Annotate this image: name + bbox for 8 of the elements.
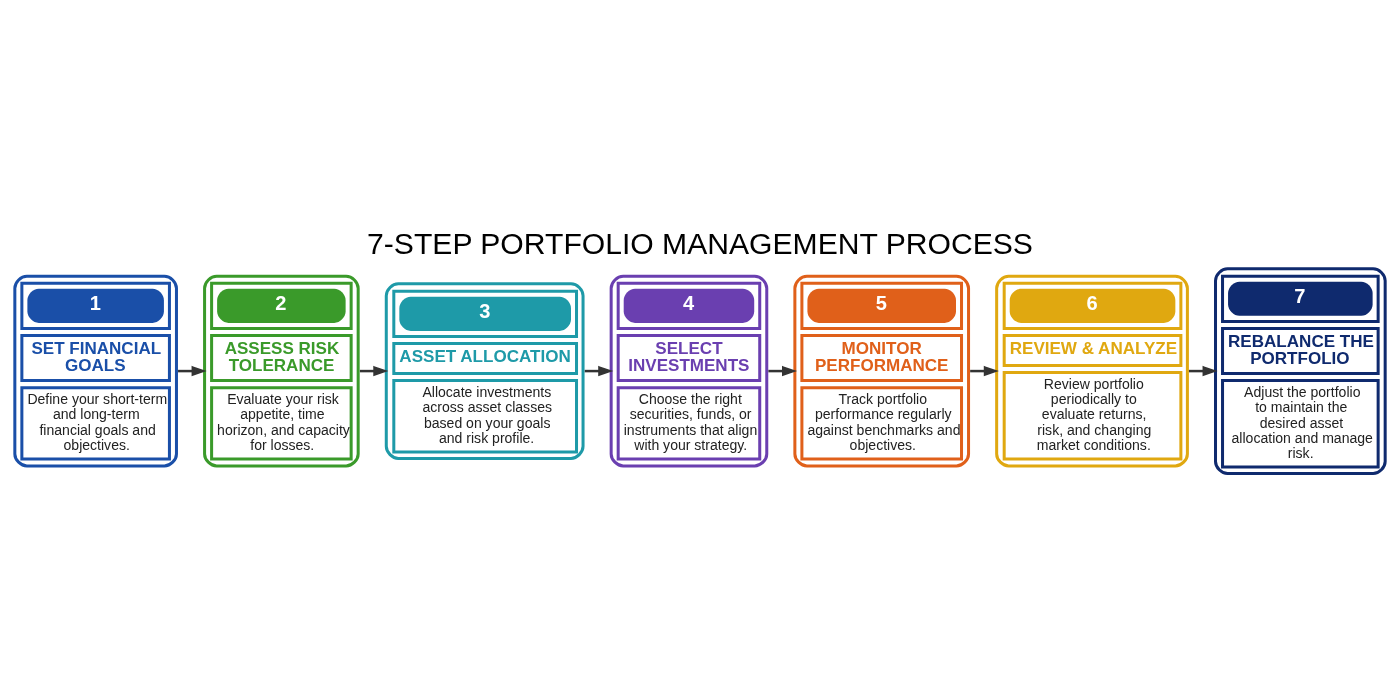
node-box: 6 REVIEW & ANALYZE Review portfolio periodically to evaluate returns, risk, and changing market conditions. — [995, 274, 1189, 467]
node-box: 3 ASSET ALLOCATION Allocate investments across asset classes based on your goals and risk profile. — [384, 281, 585, 460]
diagram-title: 7-STEP PORTFOLIO MANAGEMENT PROCESS — [367, 226, 1033, 260]
node-box: 4 SELECT INVESTMENTS Choose the right securities, funds, or instruments that align with your strategy. — [609, 274, 769, 467]
node-box: 2 ASSESS RISK TOLERANCE Evaluate your risk appetite, time horizon, and capacity for losses. — [203, 274, 360, 467]
node-box: 1 SET FINANCIAL GOALS Define your short-term and long-term financial goals and objectives. — [13, 274, 178, 467]
node-box: 5 MONITOR PERFORMANCE Track portfolio performance regularly against benchmarks and objectives. — [793, 274, 971, 467]
node-box: 7 REBALANCE THE PORTFOLIO Adjust the portfolio to maintain the desired asset allocation and manage risk. — [1214, 266, 1387, 475]
